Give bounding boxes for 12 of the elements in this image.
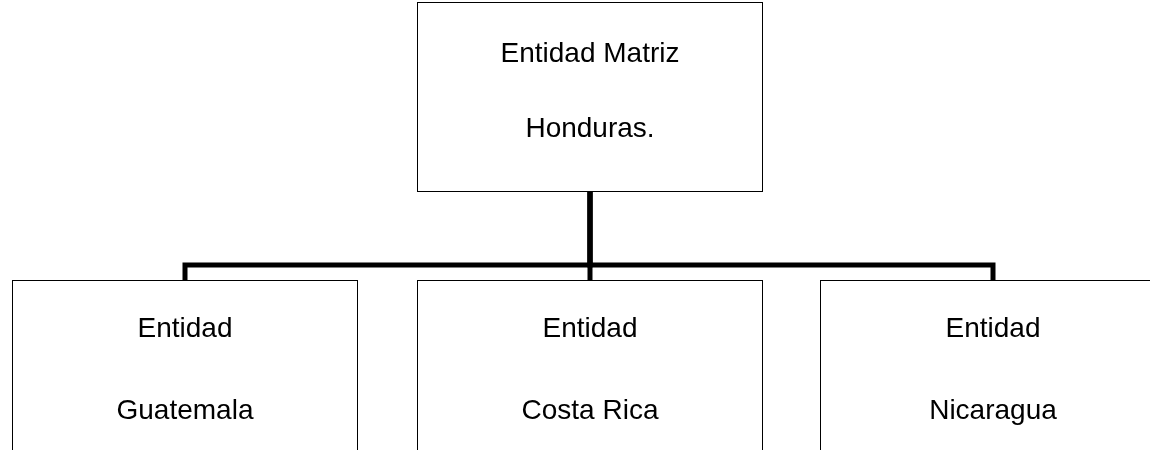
- node-label: Entidad Matriz Honduras.: [499, 36, 681, 145]
- node-label: Entidad: [137, 311, 233, 345]
- child-box: [820, 280, 1150, 450]
- node-label: Nicaragua: [929, 393, 1057, 427]
- parent-box: [417, 2, 763, 192]
- child-box: [417, 280, 763, 450]
- node-label: Guatemala: [116, 393, 254, 427]
- child-box: [12, 280, 358, 450]
- node-label: Costa Rica: [521, 393, 659, 427]
- node-label: Entidad: [542, 311, 638, 345]
- node-label: Entidad: [945, 311, 1041, 345]
- connector-line: [587, 192, 996, 280]
